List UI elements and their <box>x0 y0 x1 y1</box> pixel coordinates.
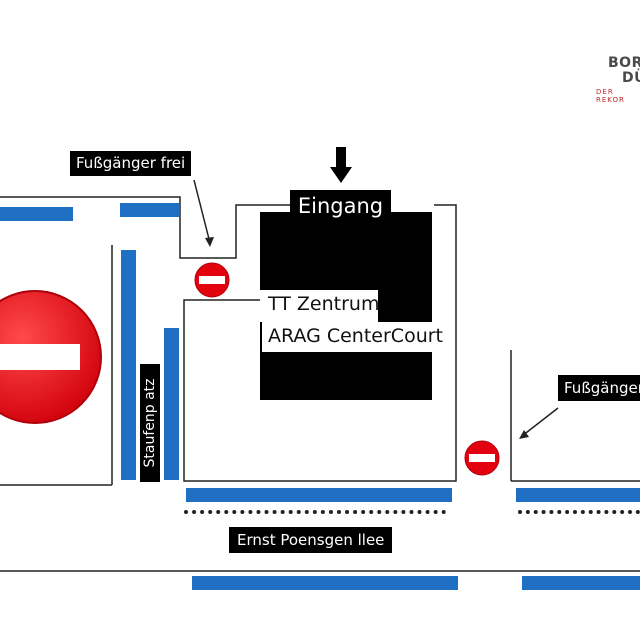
pedestrian-free-label-left: Fußgänger frei <box>70 151 192 176</box>
street-label-vertical-bg <box>140 364 160 482</box>
pedestrian-free-label-right: Fußgänger <box>558 375 640 401</box>
parking-bar <box>522 576 640 590</box>
pointer-arrowhead-left <box>205 237 214 247</box>
left-building-outline <box>0 196 290 259</box>
down-arrow-icon <box>330 147 352 183</box>
parking-bar <box>516 488 640 502</box>
pointer-arrowhead-right <box>519 430 529 439</box>
street-label-horizontal: Ernst Poensgen llee <box>229 527 393 553</box>
building-label-bg <box>262 322 432 352</box>
parking-bar <box>120 203 179 217</box>
logo-text-line1: BORU <box>608 55 640 71</box>
parking-bar <box>121 250 136 480</box>
building-label-line1: TT Zentrum <box>268 293 380 315</box>
parking-bar <box>192 576 458 590</box>
logo-text-line2: DÜ <box>622 70 640 86</box>
no-entry-sign-icon <box>464 440 500 476</box>
street-label-vertical: Staufenp atz <box>142 378 158 468</box>
dotted-line <box>184 510 446 514</box>
building-label-bg <box>260 290 378 322</box>
pointer-line-left <box>193 179 211 244</box>
parking-bar <box>164 328 179 480</box>
entrance-label: Eingang <box>290 190 391 222</box>
parking-bar <box>186 488 452 502</box>
building-label-line2: ARAG CenterCourt <box>268 325 443 347</box>
logo-tagline: DER REKOR <box>596 88 625 104</box>
parking-bar <box>0 207 73 221</box>
pointer-line-right <box>521 407 559 437</box>
dotted-line <box>518 510 640 514</box>
no-entry-sign-icon <box>194 262 230 298</box>
no-entry-sign-icon <box>0 290 102 424</box>
main-building-outline <box>183 204 457 482</box>
